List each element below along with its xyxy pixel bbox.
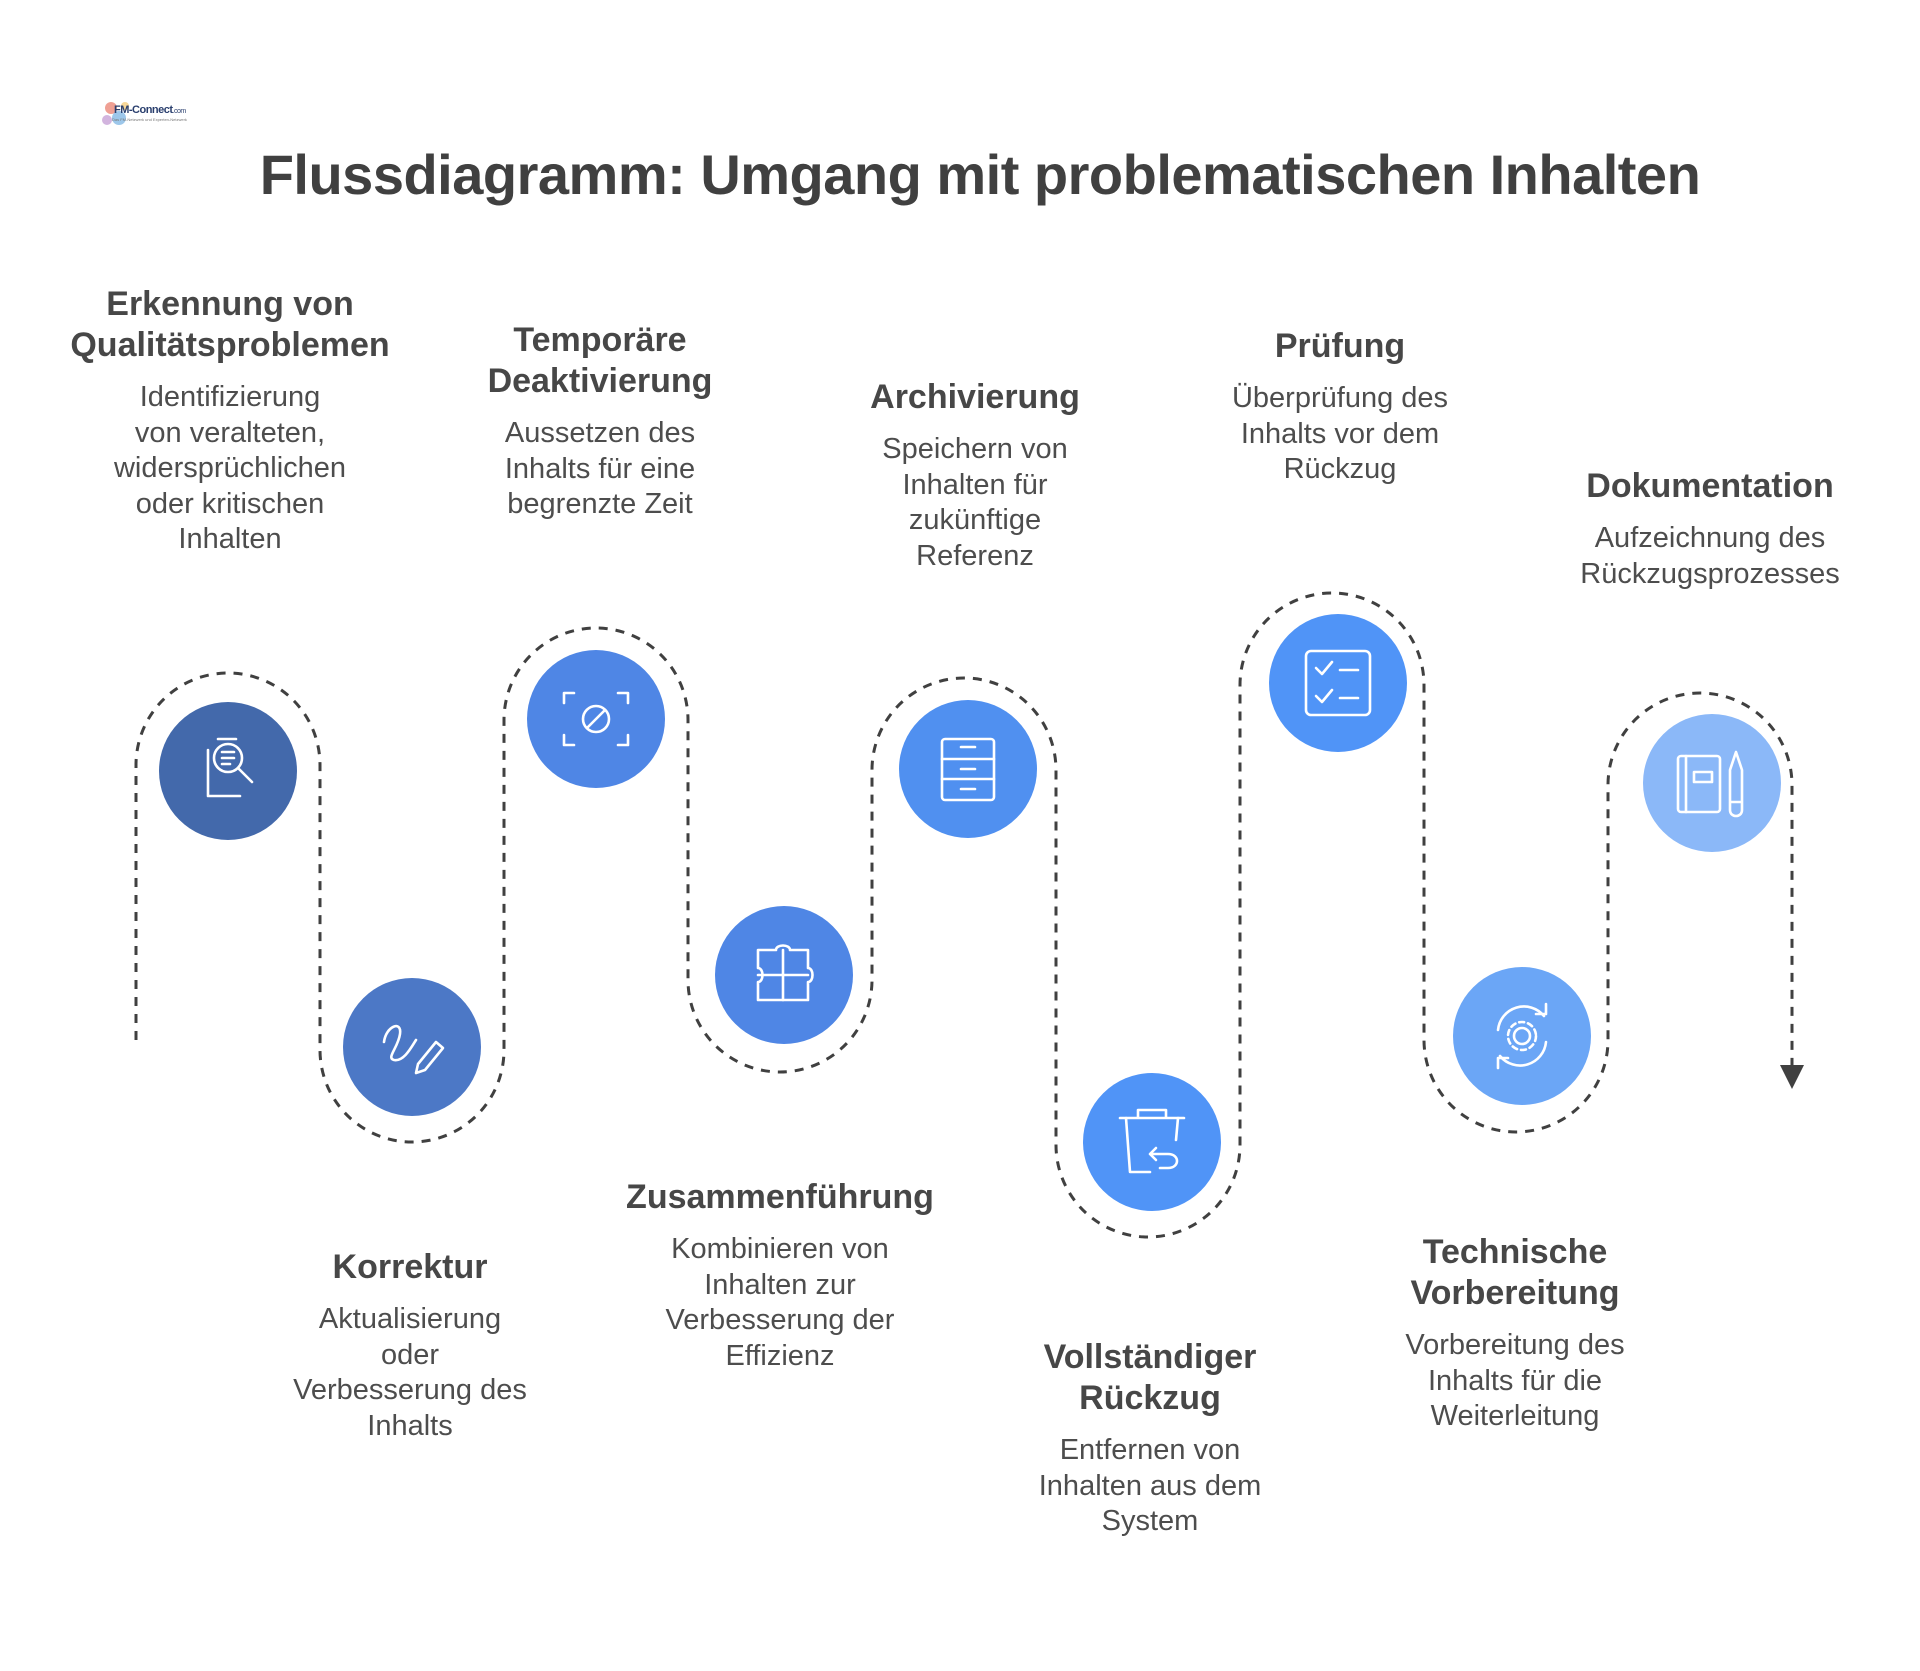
step-7-label: Prüfung Überprüfung des Inhalts vor dem … (1180, 326, 1500, 488)
step-4-node (715, 906, 853, 1044)
step-description: Aussetzen des Inhalts für eine begrenzte… (504, 417, 696, 520)
logo-wordmark: FM-Connect.com (114, 104, 186, 116)
file-cabinet-icon (940, 737, 996, 802)
step-6-label: Vollständiger Rückzug Entfernen von Inha… (990, 1337, 1310, 1540)
step-2-node (343, 978, 481, 1116)
step-title: Archivierung (870, 378, 1080, 416)
step-title: Korrektur (332, 1248, 488, 1286)
page-title: Flussdiagramm: Umgang mit problematische… (259, 143, 1701, 206)
step-description: Entfernen von Inhalten aus dem System (1038, 1434, 1262, 1537)
step-title: Technische Vorbereitung (1410, 1233, 1620, 1312)
step-description: Aufzeichnung des Rückzugsprozesses (1580, 522, 1840, 590)
step-description: Speichern von Inhalten für zukünftige Re… (882, 433, 1068, 572)
step-3-node (527, 650, 665, 788)
step-title: Prüfung (1274, 327, 1406, 365)
step-7-node (1269, 614, 1407, 752)
step-4-label: Zusammenführung Kombinieren von Inhalten… (590, 1177, 970, 1374)
checklist-icon (1304, 649, 1372, 717)
step-5-node (899, 700, 1037, 838)
dashed-connector-path (134, 591, 1804, 1239)
pencil-scribble-icon (382, 1024, 445, 1075)
step-title: Temporäre Deaktivierung (487, 321, 713, 400)
step-description: Überprüfung des Inhalts vor dem Rückzug (1231, 382, 1449, 485)
puzzle-icon (756, 944, 814, 1002)
trash-restore-icon (1118, 1108, 1186, 1174)
step-title: Dokumentation (1586, 467, 1834, 505)
step-1-node (159, 702, 297, 840)
step-title: Vollständiger Rückzug (1043, 1338, 1257, 1417)
step-3-label: Temporäre Deaktivierung Aussetzen des In… (440, 320, 760, 523)
step-9-label: Dokumentation Aufzeichnung des Rückzugsp… (1540, 466, 1880, 592)
logo-tagline: Das FM-Netzwerk und Experten-Netzwerk (112, 117, 187, 122)
logo (102, 102, 129, 125)
step-title: Zusammenführung (626, 1178, 934, 1216)
step-2-label: Korrektur Aktualisierung oder Verbesseru… (250, 1247, 570, 1444)
step-description: Identifizierung von veralteten, widerspr… (113, 381, 347, 555)
document-search-icon (206, 737, 254, 798)
step-description: Aktualisierung oder Verbesserung des Inh… (293, 1303, 527, 1442)
step-description: Kombinieren von Inhalten zur Verbesserun… (665, 1233, 895, 1372)
step-6-node (1083, 1073, 1221, 1211)
gear-cycle-icon (1496, 1002, 1548, 1070)
step-9-node (1643, 714, 1781, 852)
step-1-label: Erkennung von Qualitätsproblemen Identif… (60, 284, 400, 558)
step-8-node (1453, 967, 1591, 1105)
step-description: Vorbereitung des Inhalts für die Weiterl… (1405, 1329, 1625, 1432)
step-5-label: Archivierung Speichern von Inhalten für … (815, 377, 1135, 574)
step-8-label: Technische Vorbereitung Vorbereitung des… (1355, 1232, 1675, 1435)
notebook-pencil-icon (1676, 750, 1744, 818)
blocked-frame-icon (562, 691, 630, 747)
step-title: Erkennung von Qualitätsproblemen (70, 285, 390, 364)
